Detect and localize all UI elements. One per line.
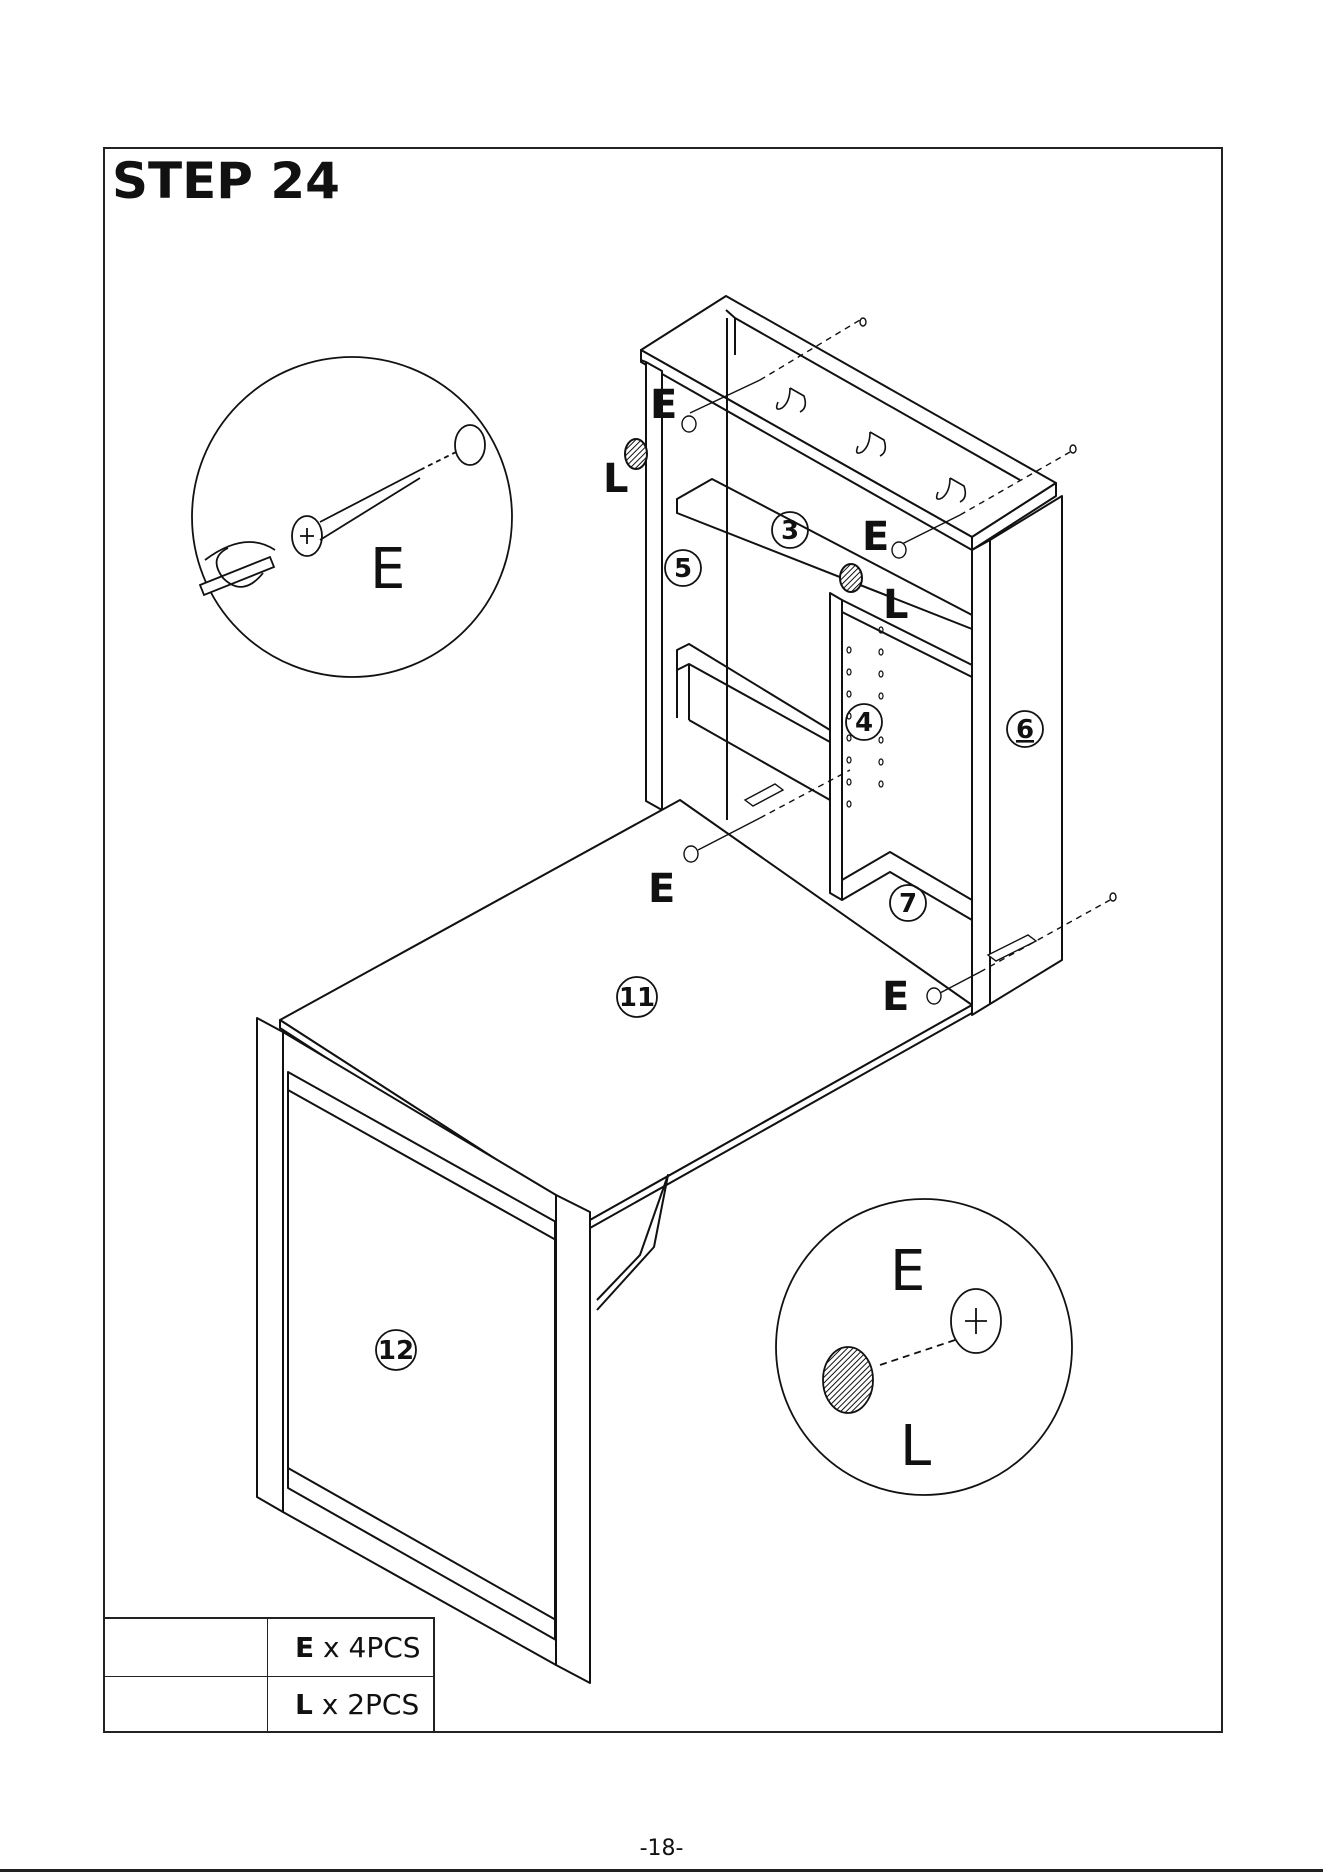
inset-screw-label: E <box>370 537 405 602</box>
part-label-6: 6 <box>1016 715 1034 745</box>
part-label-5: 5 <box>674 554 692 584</box>
part-label-3: 3 <box>781 516 799 546</box>
screw-detail-inset <box>192 357 512 677</box>
legend-plug-text: L x 2PCS <box>295 1688 419 1721</box>
page-number: -18- <box>0 1836 1323 1861</box>
screw-label-top-left: E <box>650 382 677 428</box>
legend-plug-letter: L <box>295 1688 313 1721</box>
hardware-legend: E x 4PCS L x 2PCS <box>105 1617 435 1731</box>
inset2-plug-label: L <box>900 1414 931 1479</box>
screw-label-lower-left: E <box>648 866 675 912</box>
legend-plug-cell <box>105 1676 268 1733</box>
legend-screw-quantity: x 4PCS <box>323 1631 421 1664</box>
legend-plug-quantity: x 2PCS <box>322 1688 420 1721</box>
screw-label-lower-right: E <box>882 974 909 1020</box>
legend-row-screw: E x 4PCS <box>105 1619 433 1677</box>
plug-label-top-left: L <box>603 456 629 502</box>
legend-row-plug: L x 2PCS <box>105 1676 433 1733</box>
legend-screw-text: E x 4PCS <box>295 1631 421 1664</box>
legend-screw-cell <box>105 1619 268 1676</box>
part-label-11: 11 <box>619 983 655 1013</box>
plug-label-top-right: L <box>883 582 909 628</box>
screw-label-top-right: E <box>862 514 889 560</box>
part-label-7: 7 <box>899 889 917 919</box>
legend-screw-letter: E <box>295 1631 314 1664</box>
part-label-4: 4 <box>855 708 873 738</box>
part-label-12: 12 <box>378 1336 414 1366</box>
inset2-screw-label: E <box>890 1239 925 1304</box>
